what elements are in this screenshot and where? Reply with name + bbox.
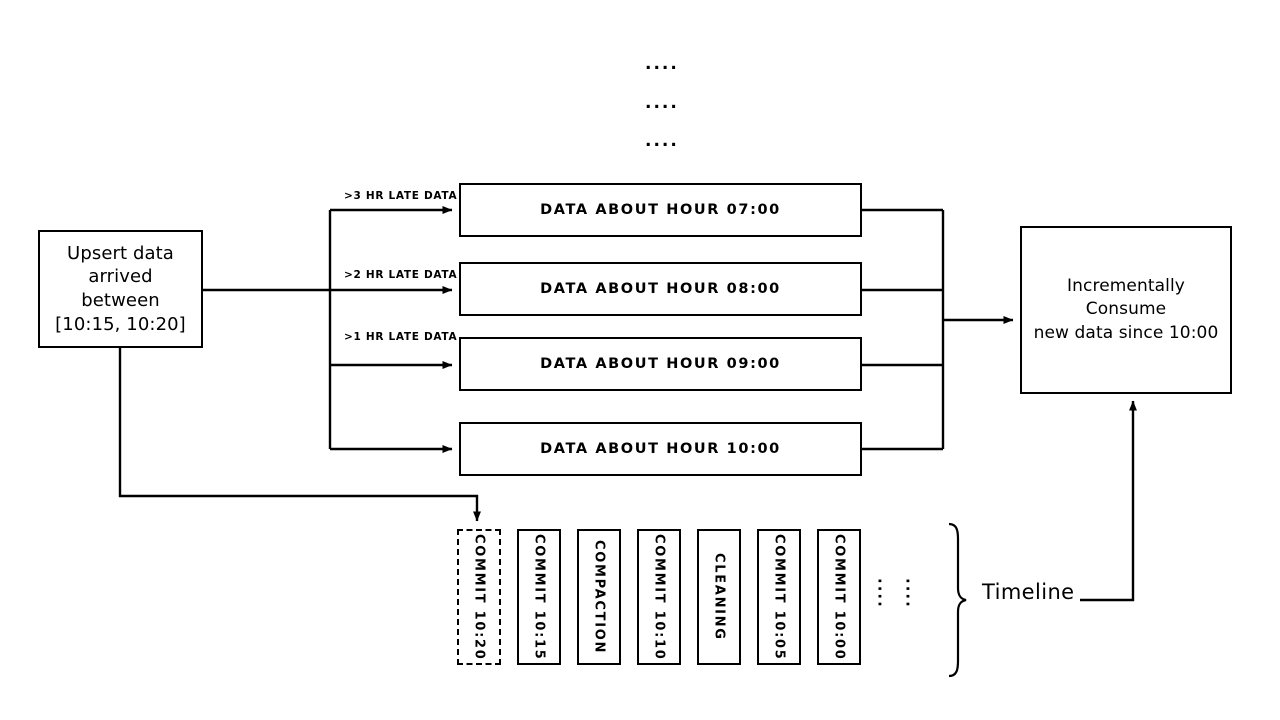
timeline-commit-10-20-label: COMMIT 10:20 [471, 533, 487, 661]
timeline-commit-10-00-label: COMMIT 10:00 [831, 533, 847, 661]
top-ellipsis-row-1: .... [645, 54, 679, 74]
upsert-source-label: Upsert data arrived between [10:15, 10:2… [55, 242, 186, 335]
hour-box-07: DATA ABOUT HOUR 07:00 [459, 183, 862, 237]
edge-label-3hr-late: >3 HR LATE DATA [344, 190, 458, 202]
timeline-cleaning: CLEANING [697, 529, 741, 665]
timeline-ellipsis-2: .... [902, 578, 921, 609]
timeline-commit-10-00: COMMIT 10:00 [817, 529, 861, 665]
timeline-brace [948, 522, 967, 678]
incremental-consume-label: Incrementally Consume new data since 10:… [1033, 275, 1219, 343]
timeline-label: Timeline [982, 580, 1075, 604]
timeline-compaction-label: COMPACTION [591, 539, 607, 655]
timeline-commit-10-20: COMMIT 10:20 [457, 529, 501, 665]
hour-box-09-label: DATA ABOUT HOUR 09:00 [540, 356, 781, 372]
hour-box-09: DATA ABOUT HOUR 09:00 [459, 337, 862, 391]
hour-box-08-label: DATA ABOUT HOUR 08:00 [540, 281, 781, 297]
hour-box-10-label: DATA ABOUT HOUR 10:00 [540, 441, 781, 457]
timeline-commit-10-15: COMMIT 10:15 [517, 529, 561, 665]
hour-box-08: DATA ABOUT HOUR 08:00 [459, 262, 862, 316]
incremental-consume-box: Incrementally Consume new data since 10:… [1020, 226, 1232, 394]
timeline-commit-10-10-label: COMMIT 10:10 [651, 533, 667, 661]
top-ellipsis-row-3: .... [645, 131, 679, 151]
timeline-commit-10-10: COMMIT 10:10 [637, 529, 681, 665]
edge-source-to-commit [118, 348, 481, 522]
edge-timeline-to-consume [1080, 400, 1137, 602]
hour-box-10: DATA ABOUT HOUR 10:00 [459, 422, 862, 476]
hour-box-07-label: DATA ABOUT HOUR 07:00 [540, 202, 781, 218]
upsert-source-box: Upsert data arrived between [10:15, 10:2… [38, 230, 203, 348]
edge-label-2hr-late: >2 HR LATE DATA [344, 269, 458, 281]
timeline-compaction: COMPACTION [577, 529, 621, 665]
timeline-commit-10-05: COMMIT 10:05 [757, 529, 801, 665]
timeline-ellipsis-1: .... [874, 578, 893, 609]
edge-label-1hr-late: >1 HR LATE DATA [344, 331, 458, 343]
timeline-commit-10-15-label: COMMIT 10:15 [531, 533, 547, 661]
top-ellipsis-row-2: .... [645, 93, 679, 113]
timeline-commit-10-05-label: COMMIT 10:05 [771, 533, 787, 661]
timeline-cleaning-label: CLEANING [711, 553, 727, 641]
